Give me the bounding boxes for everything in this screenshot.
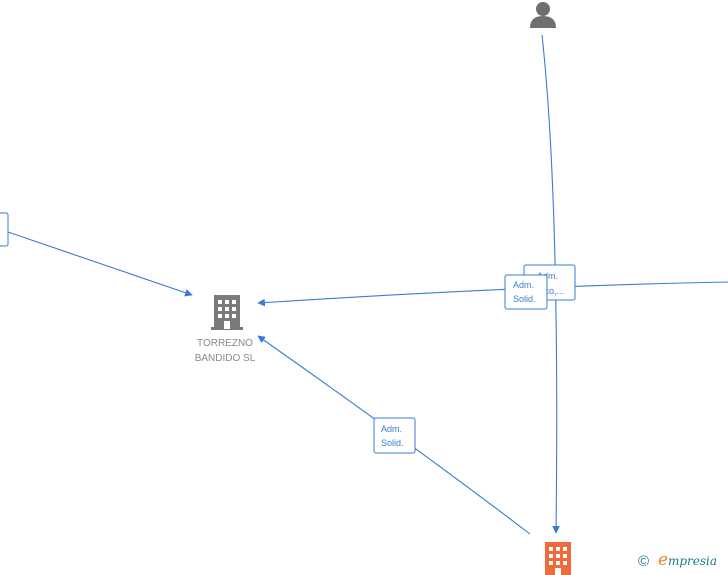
edge-left-to-company: [7, 231, 193, 297]
person-icon: [530, 2, 556, 28]
company-name-line2: BANDIDO SL: [195, 353, 256, 364]
edge-label-right-front-line1: Adm.: [513, 280, 534, 290]
edge-right-to-company: [257, 281, 728, 307]
edge-label-bottom-left[interactable]: Adm. Solid.: [373, 417, 416, 454]
brand-initial: e: [658, 550, 669, 570]
building-icon: [211, 295, 243, 330]
company-node-main[interactable]: TORREZNO BANDIDO SL: [195, 295, 256, 364]
brand-name: mpresia: [668, 554, 718, 568]
copyright-symbol: ©: [638, 553, 650, 570]
company-node-bottom[interactable]: [545, 542, 571, 575]
company-name-line1: TORREZNO: [197, 338, 253, 349]
building-icon: [545, 542, 571, 575]
person-node[interactable]: [530, 2, 556, 28]
empresia-watermark: © e mpresia: [638, 550, 728, 573]
edge-label-right-back-line2: Mco,...: [537, 286, 564, 296]
offscreen-node-box-left[interactable]: [0, 212, 9, 247]
edge-person-to-bottom-company: [541, 34, 560, 534]
edge-label-right-front[interactable]: Adm. Solid.: [504, 274, 548, 310]
edge-label-bottom-left-line2: Solid.: [381, 438, 404, 448]
edge-label-right-back-line1: Adm.: [537, 271, 558, 281]
edge-label-right-front-line2: Solid.: [513, 294, 536, 304]
edge-label-bottom-left-line1: Adm.: [381, 424, 402, 434]
